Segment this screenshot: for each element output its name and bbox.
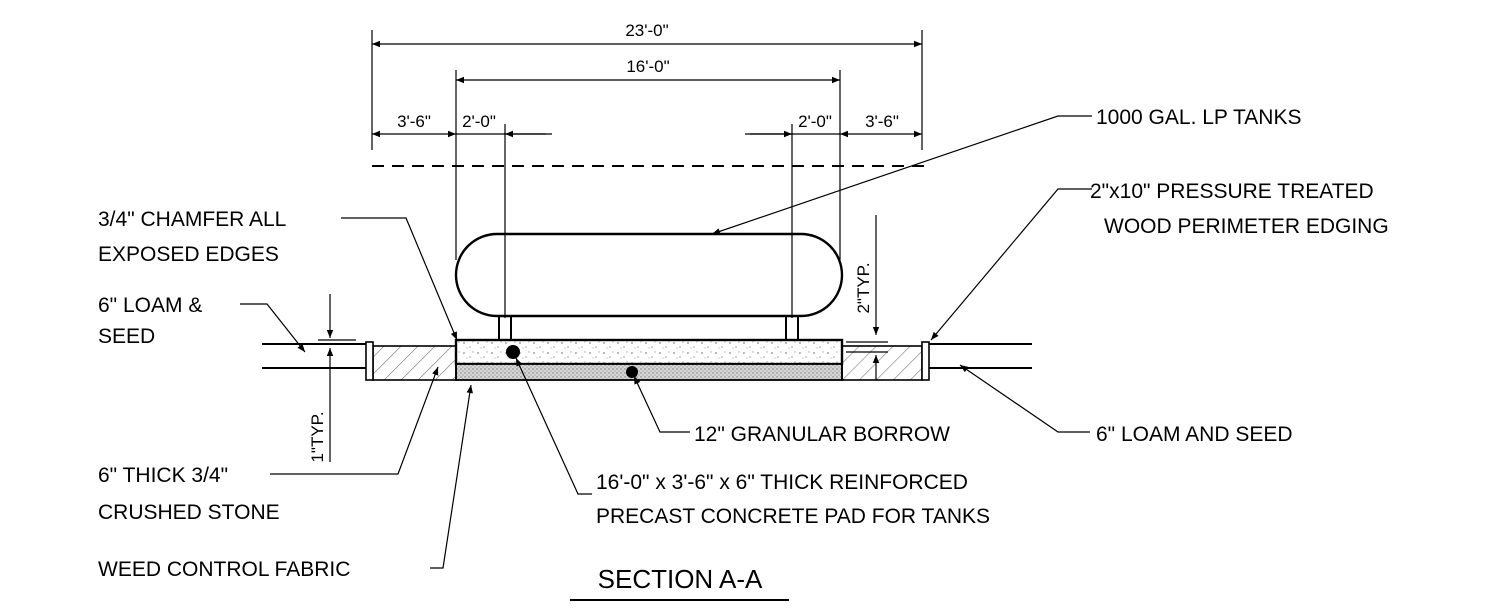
granular-borrow-layer (455, 363, 843, 381)
dimension-left-vertical-label: 1"TYP. (308, 411, 327, 462)
leader-concrete-pad (515, 357, 592, 495)
rebar-dot (506, 345, 520, 359)
ground-left (262, 339, 366, 369)
dimension-left-outer-label: 3'-6" (397, 112, 431, 131)
leader-loam-right (959, 364, 1090, 433)
dimension-right-vertical-label: 2"TYP. (854, 262, 873, 313)
tank-saddle-left (498, 316, 512, 340)
dimension-right-outer-label: 3'-6" (865, 112, 899, 131)
dimension-overall-label: 23'-0" (625, 21, 668, 40)
leader-loam-left (240, 303, 306, 353)
dimension-inner: 16'-0" (455, 57, 841, 260)
label-edging-line2: WOOD PERIMETER EDGING (1104, 215, 1389, 238)
label-edging-line1: 2"x10" PRESSURE TREATED (1090, 180, 1374, 203)
wood-edging-right (921, 341, 930, 381)
label-stone-line2: CRUSHED STONE (98, 501, 280, 524)
label-chamfer-line2: EXPOSED EDGES (98, 243, 279, 266)
leader-edging (930, 188, 1092, 341)
dimension-left-vertical: 1"TYP. (308, 294, 334, 463)
section-title: SECTION A-A (598, 564, 763, 594)
leader-weed-fabric (430, 384, 473, 569)
rebar-dot (626, 366, 638, 378)
ground-right (929, 343, 1032, 369)
lp-tank (454, 232, 844, 318)
dimension-right-vertical: 2"TYP. (846, 215, 888, 380)
dimension-left-inner-label: 2'-0" (462, 112, 496, 131)
label-stone-line1: 6" THICK 3/4" (98, 464, 228, 487)
wood-edging-left (365, 341, 374, 381)
label-weed-fabric: WEED CONTROL FABRIC (98, 558, 350, 581)
dimension-left-segments: 3'-6" 2'-0" (372, 112, 552, 138)
crushed-stone-right (841, 345, 923, 381)
leader-crushed-stone (270, 366, 439, 475)
dimension-overall: 23'-0" (371, 21, 923, 150)
dimension-right-segments: 2'-0" 3'-6" (745, 112, 922, 138)
crushed-stone-left (372, 345, 457, 381)
label-pad-line2: PRECAST CONCRETE PAD FOR TANKS (596, 505, 990, 528)
label-loam-left-line2: SEED (98, 325, 155, 348)
label-loam-right: 6" LOAM AND SEED (1096, 423, 1293, 446)
label-pad-line1: 16'-0" x 3'-6" x 6" THICK REINFORCED (596, 471, 968, 494)
label-granular-borrow: 12" GRANULAR BORROW (694, 423, 950, 446)
dimension-right-inner-label: 2'-0" (798, 112, 832, 131)
label-lp-tanks: 1000 GAL. LP TANKS (1096, 106, 1301, 129)
tank-saddle-right (785, 316, 799, 340)
label-chamfer-line1: 3/4" CHAMFER ALL (98, 208, 286, 231)
leader-chamfer (341, 217, 458, 341)
label-loam-left-line1: 6" LOAM & (98, 294, 202, 317)
leader-granular-borrow (633, 375, 690, 433)
dimension-inner-label: 16'-0" (626, 57, 669, 76)
leader-lp-tanks (711, 115, 1092, 235)
